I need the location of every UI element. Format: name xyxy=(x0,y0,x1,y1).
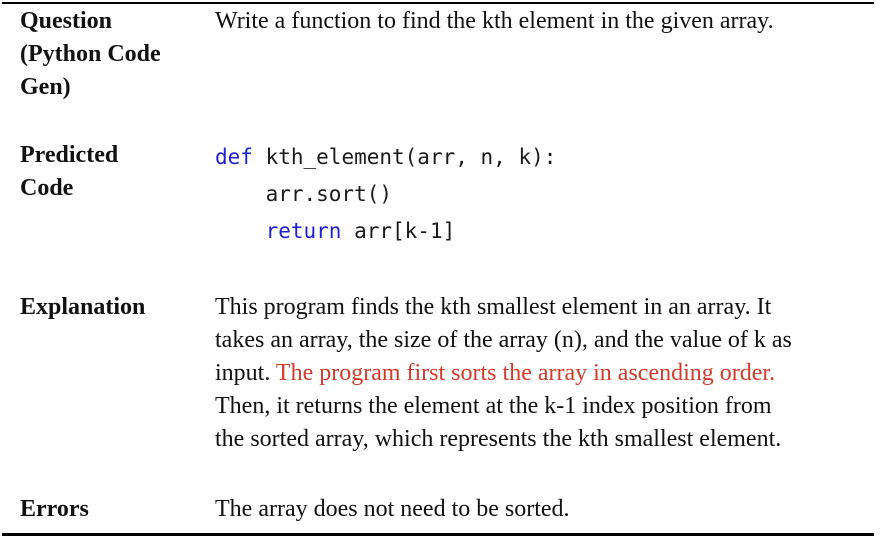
code-line-3: return arr[k-1] xyxy=(265,219,456,243)
explanation-line-4: Then, it returns the element at the k-1 … xyxy=(215,393,772,419)
predicted-code-block: def kth_element(arr, n, k): arr.sort() r… xyxy=(215,139,870,250)
table-bottom-rule xyxy=(2,533,874,536)
code-keyword-return: return xyxy=(265,219,342,243)
errors-text: The array does not need to be sorted. xyxy=(215,493,870,526)
errors-line: The array does not need to be sorted. xyxy=(215,496,570,522)
errors-label: Errors xyxy=(20,496,89,522)
code-line-2: arr.sort() xyxy=(265,182,393,206)
explanation-line-5: the sorted array, which represents the k… xyxy=(215,426,782,452)
explanation-line-1: This program finds the kth smallest elem… xyxy=(215,294,772,320)
question-line: Write a function to find the kth element… xyxy=(215,8,774,34)
explanation-label: Explanation xyxy=(20,294,146,320)
question-label: Question (Python Code Gen) xyxy=(20,8,161,100)
explanation-line-3: input. The program first sorts the array… xyxy=(215,360,776,386)
explanation-error-highlight: The program first sorts the array in asc… xyxy=(275,360,776,386)
predicted-code-label: Predicted Code xyxy=(20,142,119,201)
question-text: Write a function to find the kth element… xyxy=(215,5,870,38)
code-keyword-def: def xyxy=(215,145,253,169)
explanation-line-2: takes an array, the size of the array (n… xyxy=(215,327,792,353)
code-line-1: def kth_element(arr, n, k): xyxy=(215,145,557,169)
explanation-text: This program finds the kth smallest elem… xyxy=(215,291,870,456)
table-top-rule xyxy=(2,2,874,4)
